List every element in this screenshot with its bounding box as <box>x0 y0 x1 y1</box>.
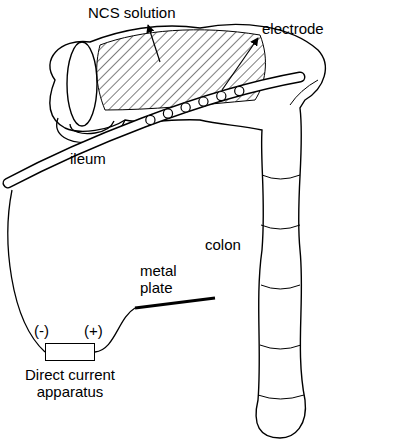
structure-label: metal plate <box>140 262 186 296</box>
ligature-ring <box>67 42 97 126</box>
electrode-ring <box>235 86 244 95</box>
electrode-ring <box>146 115 155 124</box>
haustra-marks <box>258 80 318 399</box>
terminal-label: (+) <box>84 322 103 339</box>
ncs-solution-region <box>97 30 266 110</box>
electrode-ring <box>163 109 172 118</box>
electrode-tube-inner <box>8 77 300 183</box>
terminal-label: (-) <box>34 322 49 339</box>
metal-plate <box>135 298 215 308</box>
electrode-rings <box>146 86 244 124</box>
electrode-tube <box>8 77 300 183</box>
electrode-ring <box>217 92 226 101</box>
apparatus-outline <box>45 343 95 361</box>
structure-label: NCS solution <box>88 4 176 21</box>
electrode-ring <box>199 97 208 106</box>
apparatus-label: Direct current apparatus <box>15 366 125 400</box>
structure-label: ileum <box>70 150 106 167</box>
electrode-ring <box>181 103 190 112</box>
structure-label: colon <box>205 236 241 253</box>
apparatus-box: Direct current apparatus <box>15 343 125 400</box>
leader-line <box>148 25 160 62</box>
leader-line <box>222 38 258 90</box>
structure-label: electrode <box>262 20 324 37</box>
